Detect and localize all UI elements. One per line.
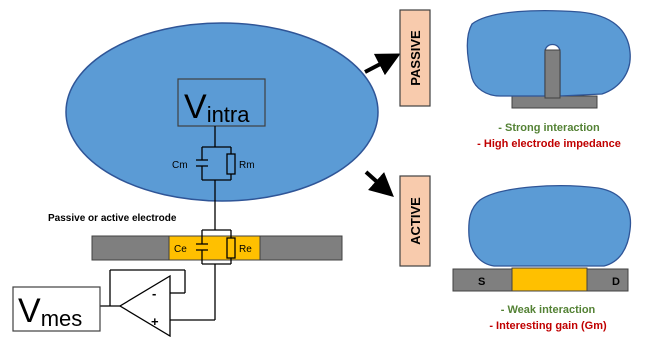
v-intra-sub: intra (207, 102, 251, 127)
cell-ellipse (65, 22, 379, 202)
rm-label: Rm (239, 160, 255, 171)
active-gate (511, 267, 588, 292)
ce-label: Ce (174, 244, 187, 255)
active-tag-label: ACTIVE (408, 197, 423, 245)
source-label: S (478, 276, 485, 288)
arrow-to-active (364, 170, 394, 198)
v-intra-base: V (184, 88, 207, 126)
v-intra-label: Vintra (184, 88, 250, 127)
active-cell (468, 185, 632, 267)
v-mes-box (12, 286, 101, 332)
electrode-gold-pad (168, 235, 261, 261)
passive-tag (399, 9, 431, 107)
arrow-to-passive (364, 53, 401, 76)
passive-cell (466, 9, 631, 97)
active-tag (399, 175, 431, 267)
passive-line1: - Strong interaction (498, 122, 600, 134)
passive-tag-label: PASSIVE (408, 30, 423, 86)
v-intra-box (177, 78, 266, 127)
v-mes-label: Vmes (18, 292, 82, 331)
amplifier-triangle (118, 274, 171, 337)
amp-minus: - (152, 286, 156, 301)
passive-line2: - High electrode impedance (477, 138, 621, 150)
v-mes-base: V (18, 292, 41, 330)
electrode-caption: Passive or active electrode (48, 213, 177, 224)
active-line2: - Interesting gain (Gm) (489, 320, 607, 332)
passive-pillar (544, 49, 561, 99)
v-mes-sub: mes (41, 306, 83, 331)
re-label: Re (239, 244, 252, 255)
electrode-rc (170, 229, 236, 321)
feedback-wire (100, 269, 186, 307)
cm-label: Cm (172, 160, 188, 171)
amp-plus: + (151, 314, 159, 329)
active-line1: - Weak interaction (501, 304, 596, 316)
drain-label: D (612, 276, 620, 288)
membrane-rc (196, 146, 236, 230)
